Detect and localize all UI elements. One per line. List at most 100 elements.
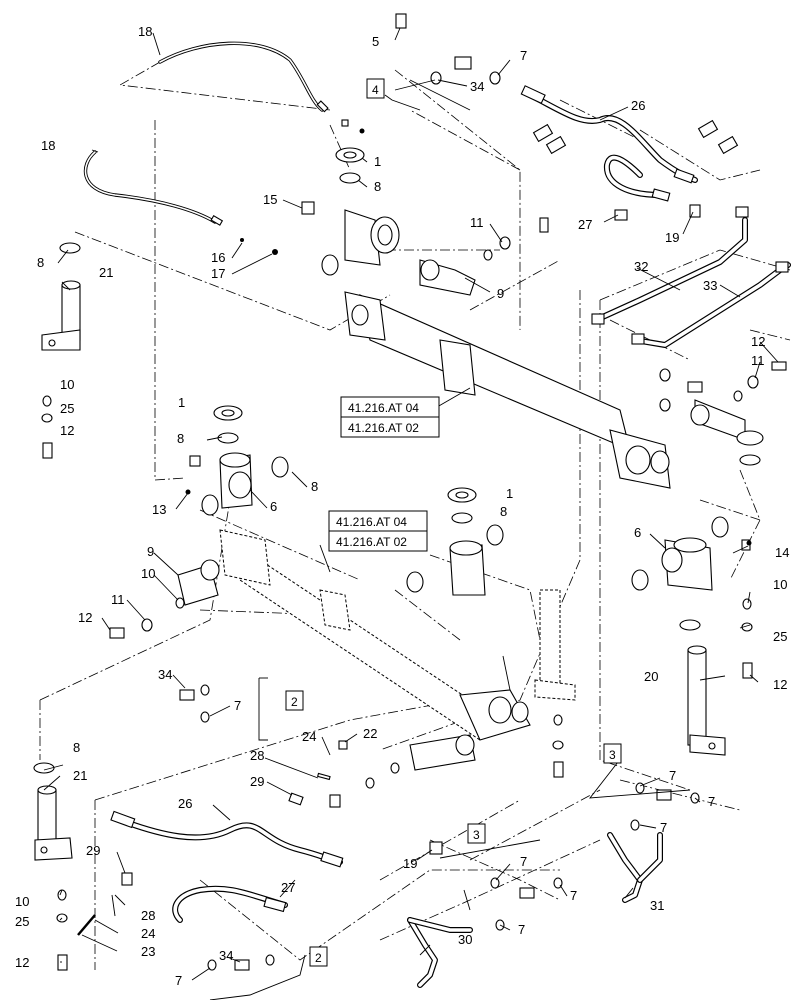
- callout-6: 6: [270, 499, 277, 514]
- callout-18: 18: [138, 24, 152, 39]
- callout-8: 8: [311, 479, 318, 494]
- callout-13: 13: [152, 502, 166, 517]
- callout-20: 20: [644, 669, 658, 684]
- callout-27: 27: [281, 880, 295, 895]
- hydraulic-hose-lower-2[interactable]: [172, 885, 288, 923]
- reference-box-lower[interactable]: 41.216.AT 04 41.216.AT 02: [328, 510, 428, 552]
- control-cable-upper[interactable]: [158, 41, 329, 113]
- callout-21: 21: [99, 265, 113, 280]
- callout-32: 32: [634, 259, 648, 274]
- pivot-pin-21-upper[interactable]: [41, 280, 81, 351]
- kit-box-2-upper[interactable]: 2: [285, 690, 304, 711]
- callout-8: 8: [37, 255, 44, 270]
- callout-10: 10: [141, 566, 155, 581]
- callout-15: 15: [263, 192, 277, 207]
- kit-box-4-label: 4: [372, 83, 379, 97]
- callout-24: 24: [141, 926, 155, 941]
- callout-31: 31: [650, 898, 664, 913]
- clevis-bracket-right[interactable]: [661, 537, 713, 591]
- callout-7: 7: [669, 768, 676, 783]
- callout-12: 12: [773, 677, 787, 692]
- callout-7: 7: [175, 973, 182, 988]
- pin-plate-upper[interactable]: [419, 259, 476, 296]
- callout-19: 19: [665, 230, 679, 245]
- callout-25: 25: [60, 401, 74, 416]
- callout-22: 22: [363, 726, 377, 741]
- kit-box-4[interactable]: 4: [366, 78, 385, 99]
- callout-7: 7: [518, 922, 525, 937]
- hydraulic-hose-right[interactable]: [603, 154, 671, 202]
- callout-10: 10: [773, 577, 787, 592]
- callout-25: 25: [15, 914, 29, 929]
- pivot-pin-20[interactable]: [687, 645, 726, 756]
- reference-upper-line-1: 41.216.AT 04: [348, 401, 419, 415]
- steel-tube-33[interactable]: [632, 262, 791, 348]
- reference-box-upper[interactable]: 41.216.AT 04 41.216.AT 02: [340, 396, 440, 438]
- callout-9: 9: [147, 544, 154, 559]
- hydraulic-hose-lower[interactable]: [110, 810, 344, 868]
- callout-8: 8: [73, 740, 80, 755]
- callout-29: 29: [86, 843, 100, 858]
- callout-9: 9: [497, 286, 504, 301]
- washers: [33, 147, 764, 774]
- callout-12: 12: [15, 955, 29, 970]
- callout-28: 28: [250, 748, 264, 763]
- callout-10: 10: [60, 377, 74, 392]
- pin-plate-lower[interactable]: [177, 559, 220, 606]
- reference-upper-line-2: 41.216.AT 02: [348, 421, 419, 435]
- callout-34: 34: [219, 948, 233, 963]
- callout-6: 6: [634, 525, 641, 540]
- clevis-bracket-left[interactable]: [219, 452, 253, 509]
- callout-26: 26: [631, 98, 645, 113]
- callout-7: 7: [234, 698, 241, 713]
- steel-tube-31[interactable]: [607, 832, 663, 903]
- kit-box-2-upper-label: 2: [291, 695, 298, 709]
- callout-26: 26: [178, 796, 192, 811]
- callout-29: 29: [250, 774, 264, 789]
- pivot-pin-21-lower[interactable]: [34, 785, 73, 861]
- reference-lower-line-1: 41.216.AT 04: [336, 515, 407, 529]
- hydraulic-cylinder-lower[interactable]: [219, 529, 531, 742]
- control-cable-lower[interactable]: [83, 150, 224, 226]
- callout-21: 21: [73, 768, 87, 783]
- callout-8: 8: [500, 504, 507, 519]
- steel-tube-32[interactable]: [593, 217, 748, 323]
- steel-tube-30[interactable]: [407, 917, 473, 988]
- kit-box-2-lower-label: 2: [315, 951, 322, 965]
- callout-24: 24: [302, 729, 316, 744]
- callout-1: 1: [178, 395, 185, 410]
- hydraulic-hose-upper[interactable]: [520, 85, 698, 184]
- callout-19: 19: [403, 856, 417, 871]
- pin-plate-center-low[interactable]: [409, 734, 476, 771]
- callout-1: 1: [374, 154, 381, 169]
- callout-5: 5: [372, 34, 379, 49]
- fasteners: [41, 13, 789, 971]
- kit-box-2-lower[interactable]: 2: [309, 946, 328, 967]
- kit-box-3-right[interactable]: 3: [603, 743, 622, 764]
- callout-8: 8: [374, 179, 381, 194]
- pin-plate-right[interactable]: [690, 399, 746, 441]
- clevis-bracket-upper[interactable]: [344, 209, 400, 266]
- pivot-pin-ghost: [534, 589, 576, 701]
- callout-11: 11: [751, 353, 765, 368]
- clevis-bracket-center[interactable]: [449, 540, 486, 596]
- reference-lower-line-2: 41.216.AT 02: [336, 535, 407, 549]
- callout-12: 12: [60, 423, 74, 438]
- callout-23: 23: [141, 944, 155, 959]
- hydraulic-cylinder-upper[interactable]: [344, 291, 671, 489]
- kit-box-3-center[interactable]: 3: [467, 823, 486, 844]
- callout-30: 30: [458, 932, 472, 947]
- callout-12: 12: [751, 334, 765, 349]
- kit-box-3-right-label: 3: [609, 748, 616, 762]
- callout-leaders: [43, 27, 779, 1000]
- callout-33: 33: [703, 278, 717, 293]
- callout-28: 28: [141, 908, 155, 923]
- callout-12: 12: [78, 610, 92, 625]
- callout-1: 1: [506, 486, 513, 501]
- callout-27: 27: [578, 217, 592, 232]
- callout-11: 11: [470, 215, 484, 230]
- callout-labels: 18 5 7 34 26 18 1 8 15 11 27 19 16 8 32 …: [15, 24, 789, 988]
- callout-8: 8: [177, 431, 184, 446]
- callout-25: 25: [773, 629, 787, 644]
